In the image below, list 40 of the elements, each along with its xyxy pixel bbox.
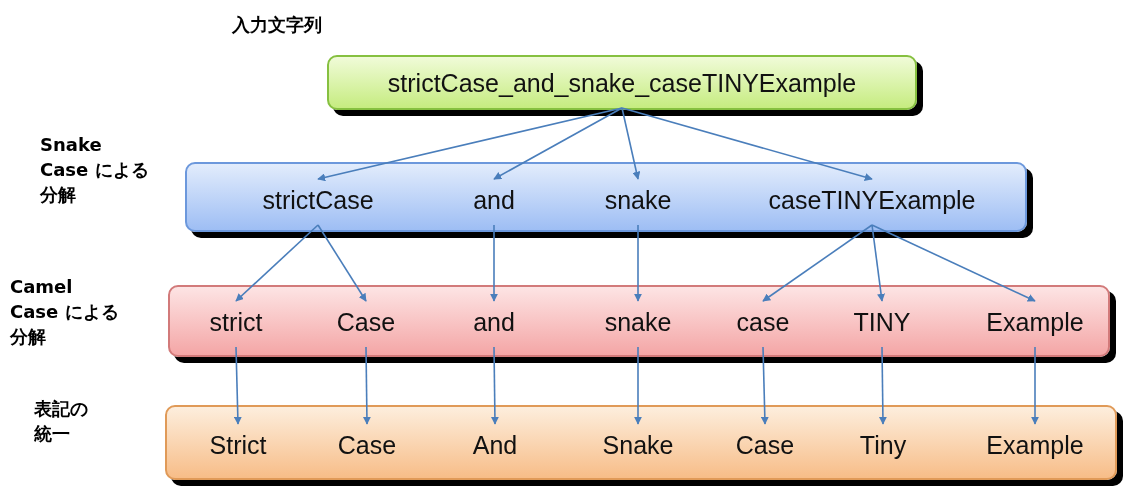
word-text: Case: [735, 430, 795, 460]
input-string: strictCase_and_snake_caseTINYExample: [387, 67, 857, 98]
word-text: snake: [604, 185, 672, 215]
word-text: Snake: [602, 430, 674, 460]
arrow: [490, 224, 498, 302]
word-text: TINY: [853, 307, 911, 337]
arrow: [490, 346, 499, 425]
word-text: And: [472, 430, 518, 460]
word-text: Case: [336, 307, 396, 337]
band-title: 表記の統一: [34, 397, 89, 446]
word-text: Tiny: [859, 430, 907, 460]
word-text: Strict: [209, 430, 267, 460]
arrow: [871, 224, 1036, 302]
arrow: [493, 107, 623, 180]
word-text: strict: [209, 307, 263, 337]
word-text: snake: [604, 307, 672, 337]
word-text: Example: [986, 430, 1084, 460]
arrow: [317, 224, 367, 302]
band-title: Camel Case による分解: [10, 275, 120, 349]
band-title: 入力文字列: [232, 13, 323, 37]
word-text: Example: [986, 307, 1084, 337]
word-text: and: [473, 307, 515, 337]
word-text: caseTINYExample: [768, 185, 976, 215]
arrow: [878, 346, 887, 425]
arrow: [621, 107, 873, 181]
arrow: [634, 346, 642, 425]
band-title: Snake Case による分解: [40, 133, 150, 207]
arrow: [762, 224, 873, 302]
arrow: [1031, 346, 1039, 425]
word-text: Case: [337, 430, 397, 460]
arrow: [634, 224, 642, 302]
arrow: [235, 224, 319, 302]
word-text: strictCase: [262, 185, 374, 215]
word-text: and: [473, 185, 515, 215]
arrow: [362, 346, 371, 425]
word-text: case: [736, 307, 790, 337]
arrow: [871, 224, 886, 302]
arrow: [621, 107, 641, 180]
arrow: [760, 346, 769, 425]
arrow: [233, 346, 242, 425]
